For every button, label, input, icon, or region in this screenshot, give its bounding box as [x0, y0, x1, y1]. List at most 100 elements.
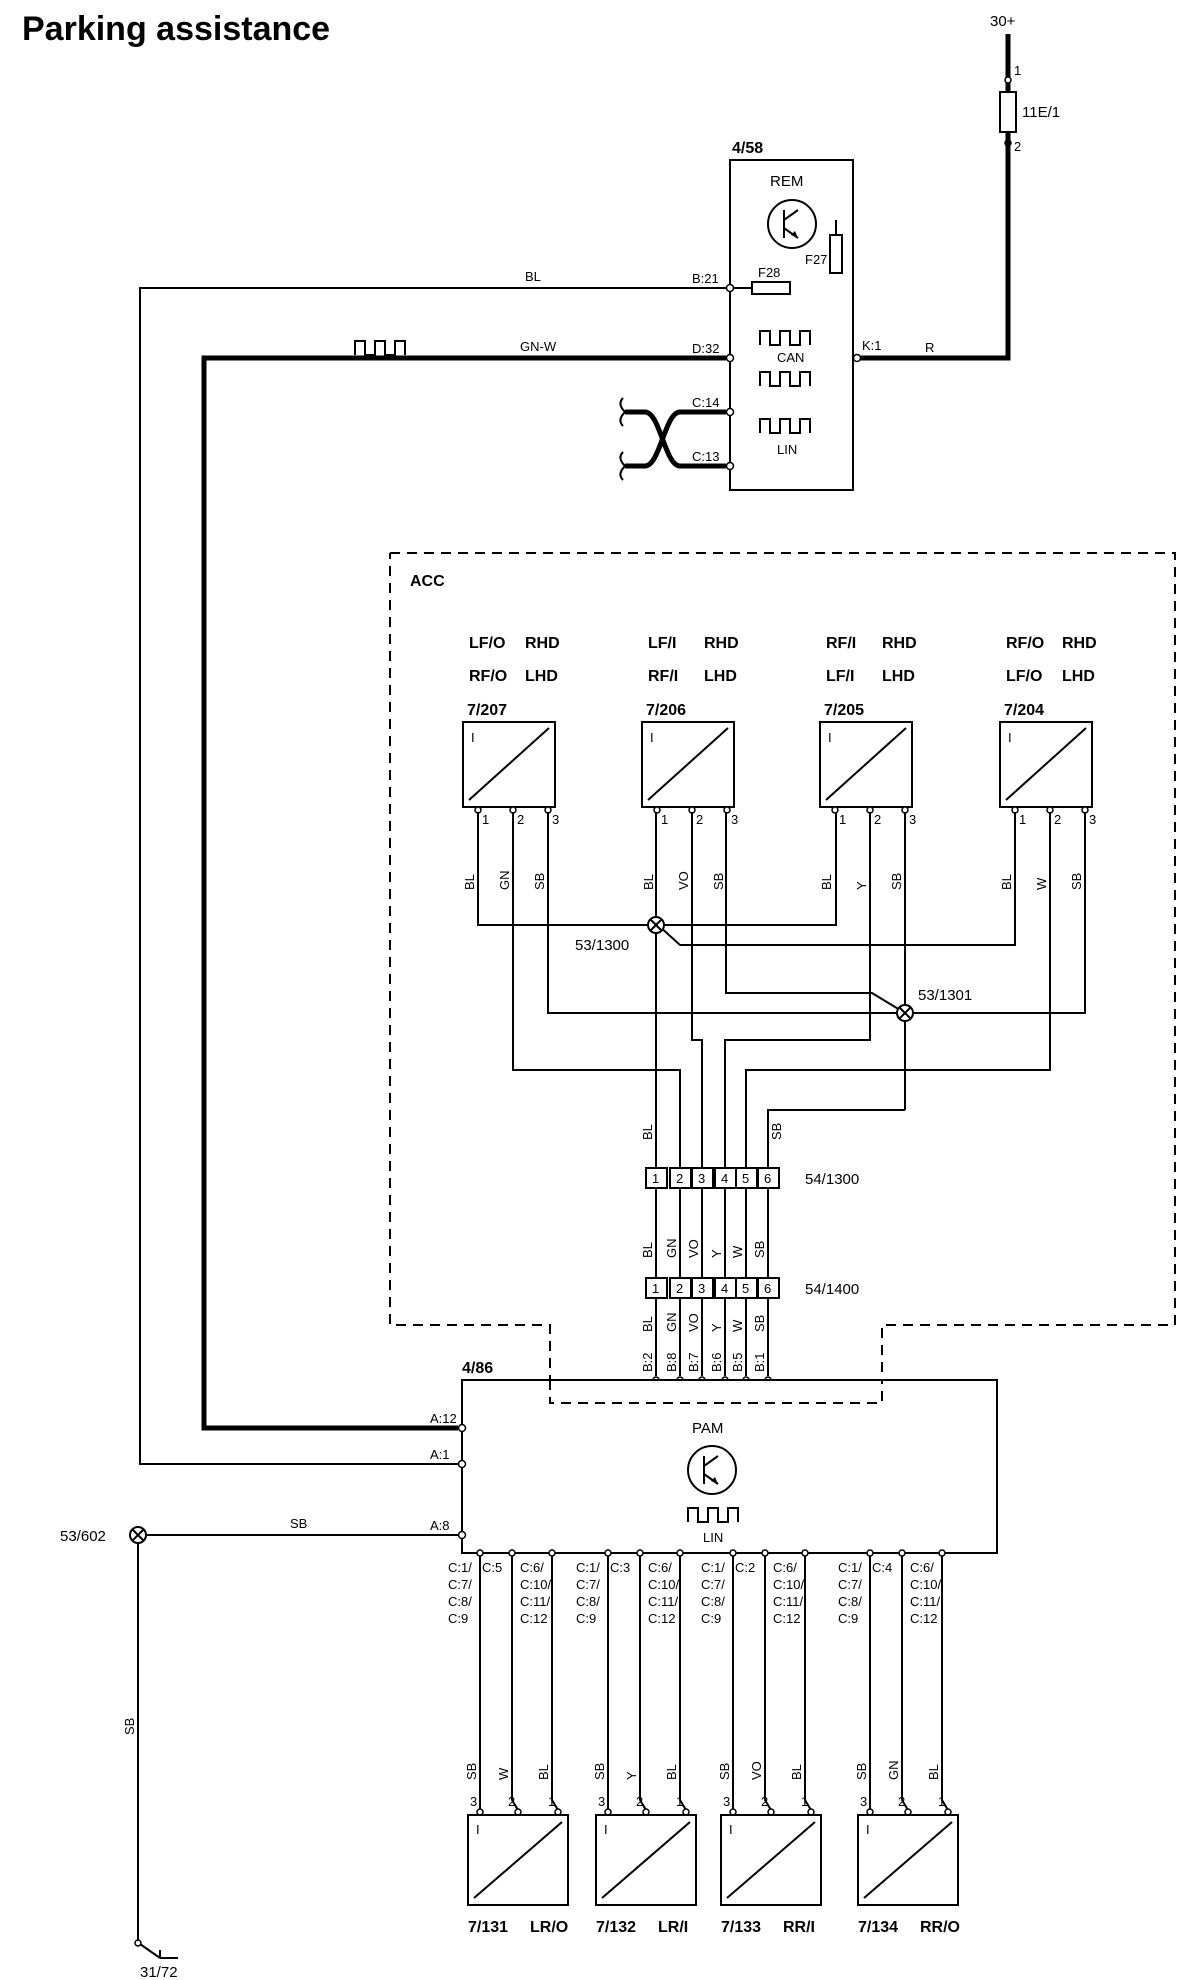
sensor-pin-num: 1: [661, 812, 668, 827]
rear-sensor-pos: LR/I: [658, 1919, 688, 1936]
acc-boundary: [389, 552, 1176, 1404]
pam-wire-color: SB: [752, 1315, 767, 1332]
rear-wire: [639, 1556, 647, 1811]
sensor-pos-2: RF/O: [469, 668, 507, 685]
sensor-wire-color: SB: [711, 873, 726, 890]
pam-pin-label: C:12: [648, 1611, 675, 1626]
sensor-pin-num: 2: [517, 812, 524, 827]
pam-pin-label: C:7/: [701, 1577, 725, 1592]
pam-pin-label: C:12: [520, 1611, 547, 1626]
pam-module: [461, 1379, 998, 1554]
wire-r-label: R: [925, 340, 934, 355]
fuse-pin-1: [1004, 76, 1012, 84]
pam-c-pin: [729, 1549, 737, 1557]
lin-twisted-pair: [619, 397, 726, 481]
bus-bl-label: BL: [640, 1124, 655, 1140]
pam-c-pin: [548, 1549, 556, 1557]
pam-pin-label: C:6/: [648, 1560, 672, 1575]
rear-wire: [511, 1556, 519, 1811]
pam-pin-label: C:1/: [576, 1560, 600, 1575]
rear-wire-color: BL: [926, 1764, 941, 1780]
pam-pin-label: C:4: [872, 1560, 892, 1575]
pam-pin-label: C:11/: [648, 1594, 678, 1609]
rear-sensor-pin-num: 2: [636, 1794, 643, 1809]
sensor-pin-num: 3: [909, 812, 916, 827]
bus-sb-label: SB: [769, 1123, 784, 1140]
rem-pin-k1-label: K:1: [862, 338, 882, 353]
fuse-label: 11E/1: [1022, 104, 1060, 121]
rem-can-signal-icon: [759, 330, 811, 346]
ground-switch-icon: [134, 1939, 178, 1959]
rear-sensor-pin-num: 1: [548, 1794, 555, 1809]
fuse-pin1-label: 1: [1014, 63, 1021, 78]
pam-pin-label: C:10/: [520, 1577, 551, 1592]
pam-pin-label: C:11/: [773, 1594, 803, 1609]
rem-can-label: CAN: [777, 350, 804, 365]
splice-53-1300-label: 53/1300: [575, 937, 629, 954]
sensor-wire-color: GN: [497, 871, 512, 891]
rem-can-signal-icon-2: [759, 371, 811, 387]
rear-wire-color: W: [496, 1767, 511, 1780]
sensor-pin-num: 2: [874, 812, 881, 827]
rem-pin-c13-label: C:13: [692, 449, 719, 464]
pam-pin-a8-label: A:8: [430, 1518, 450, 1533]
connector-pin-num: 2: [676, 1281, 683, 1296]
rear-wire: [679, 1556, 687, 1811]
sensor-wire-color: SB: [889, 873, 904, 890]
pam-pin-label: C:12: [773, 1611, 800, 1626]
sensor-id: 7/207: [467, 702, 507, 719]
wire-gnw-label: GN-W: [520, 339, 557, 354]
connector-pin-num: 6: [764, 1171, 771, 1186]
pam-pin-label: C:7/: [838, 1577, 862, 1592]
rem-transistor-icon: [767, 199, 817, 249]
splice-53-1301-label: 53/1301: [918, 987, 972, 1004]
sensor-hd-1: RHD: [882, 635, 917, 652]
connector-pin-num: 3: [698, 1171, 705, 1186]
sensor-pin-num: 1: [839, 812, 846, 827]
pam-pin-a8: [457, 1530, 467, 1540]
front-sensor-wiring: [477, 812, 1086, 1160]
f27-label: F27: [805, 252, 827, 267]
sensor-pin-num: 3: [731, 812, 738, 827]
sensor-wire-color: BL: [462, 874, 477, 890]
sensor-id: 7/204: [1004, 702, 1044, 719]
connector-pin-num: 3: [698, 1281, 705, 1296]
rem-pin-b21: [725, 283, 735, 293]
rear-wire: [551, 1556, 559, 1811]
pam-pin-b: B:7: [686, 1352, 701, 1372]
rem-lin-label: LIN: [777, 442, 797, 457]
page-title: Parking assistance: [22, 10, 330, 48]
sensor-pin-num: 1: [1019, 812, 1026, 827]
sensor-mark: I: [471, 730, 475, 745]
mid-wire-color: GN: [664, 1239, 679, 1259]
connector-pin-box: [645, 1277, 668, 1299]
pam-pin-a12-label: A:12: [430, 1411, 457, 1426]
rem-id: 4/58: [732, 140, 763, 157]
pam-pin-label: C:10/: [910, 1577, 941, 1592]
rear-wire: [804, 1556, 812, 1811]
pam-pin-label: C:9: [448, 1611, 468, 1626]
rear-wire-color: BL: [789, 1764, 804, 1780]
pam-wire-color: GN: [664, 1313, 679, 1333]
sensor-wire-color: SB: [1069, 873, 1084, 890]
pam-pin-label: C:8/: [448, 1594, 472, 1609]
pam-pin-a12: [457, 1423, 467, 1433]
connector-pin-num: 1: [652, 1281, 659, 1296]
sensor-hd-2: LHD: [882, 668, 915, 685]
rear-wire-color: BL: [664, 1764, 679, 1780]
wire-bl-label: BL: [525, 269, 541, 284]
sensor-wire-color: BL: [999, 874, 1014, 890]
sensor-wire-color: W: [1034, 877, 1049, 890]
pam-pin-label: C:8/: [701, 1594, 725, 1609]
sensor-pos-1: RF/O: [1006, 635, 1044, 652]
sensor-pin-num: 2: [696, 812, 703, 827]
pam-pin-b: B:5: [730, 1352, 745, 1372]
